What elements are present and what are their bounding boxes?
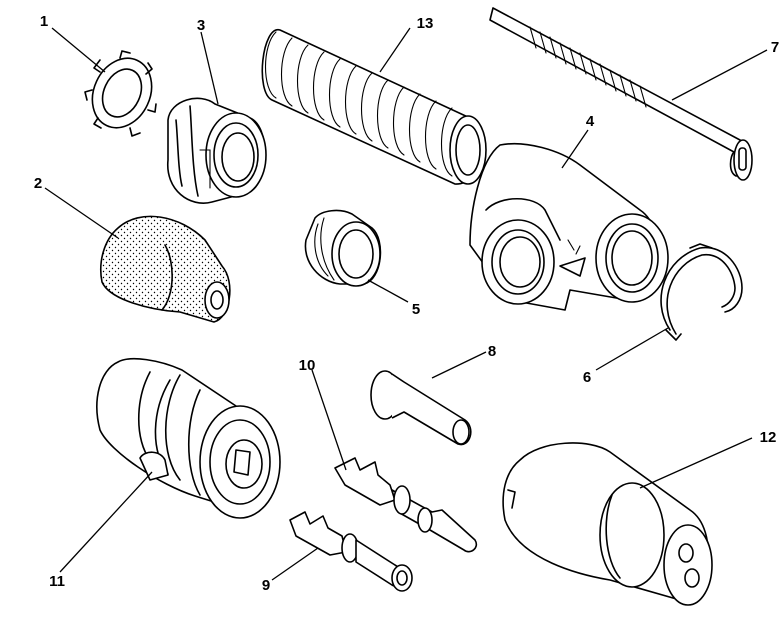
callout-7: 7 xyxy=(771,39,779,56)
callout-3: 3 xyxy=(197,17,205,34)
part-13-corrugated-conduit xyxy=(261,29,487,185)
callout-2: 2 xyxy=(34,175,42,192)
callout-8: 8 xyxy=(488,343,496,360)
part-4-tee-fitting xyxy=(469,142,669,311)
callout-12: 12 xyxy=(760,429,777,446)
part-12-plug-body xyxy=(502,442,713,606)
part-5-ring xyxy=(304,209,382,287)
callout-11: 11 xyxy=(49,573,65,590)
part-3-adapter xyxy=(167,97,267,204)
leader-lines xyxy=(44,27,768,581)
part-2-boot-cover xyxy=(100,215,231,323)
callout-labels: 1 3 2 13 7 4 5 6 8 10 11 9 12 xyxy=(34,13,779,594)
part-7-cable-tie xyxy=(489,7,753,181)
part-9-socket-contact xyxy=(289,511,413,592)
callout-5: 5 xyxy=(412,301,420,318)
callout-6: 6 xyxy=(583,369,591,386)
part-10-pin-contact xyxy=(334,457,478,553)
callout-13: 13 xyxy=(417,15,434,32)
callout-1: 1 xyxy=(40,13,48,30)
part-11-connector-body xyxy=(96,357,281,519)
callout-10: 10 xyxy=(299,357,316,374)
part-6-retaining-clip xyxy=(660,243,743,341)
part-1-lock-nut xyxy=(84,50,157,137)
part-8-pin-plug xyxy=(370,370,472,446)
callout-9: 9 xyxy=(262,577,270,594)
callout-4: 4 xyxy=(586,113,595,130)
